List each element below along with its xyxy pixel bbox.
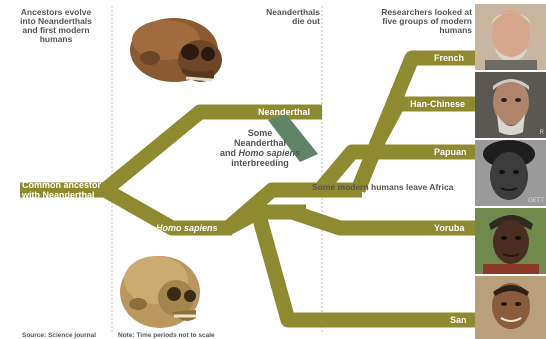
photo-han-chinese: R	[475, 72, 546, 138]
label-han-chinese: Han-Chinese	[410, 99, 465, 109]
footer-note: Note: Time periods not to scale	[118, 332, 215, 339]
header-dieout-line: die out	[244, 17, 320, 26]
portrait-yoruba	[475, 208, 546, 274]
homo-sapiens-skull-illustration	[120, 256, 200, 328]
annotation-interbreeding-homo-sapiens: Homo sapiens	[239, 148, 301, 158]
annotation-interbreeding-line: Neanderthal	[200, 138, 320, 148]
annotation-interbreeding: Some Neanderthal and Homo sapiens interb…	[200, 128, 320, 168]
portrait-papuan	[475, 140, 546, 206]
french-branch	[358, 58, 475, 190]
footer-source: Source: Science journal	[22, 332, 96, 339]
annotation-interbreeding-line: interbreeding	[200, 158, 320, 168]
annotation-interbreeding-line: and Homo sapiens	[200, 148, 320, 158]
label-homo-sapiens: Homo sapiens	[156, 223, 218, 233]
header-researchers-line: humans	[362, 26, 472, 35]
annotation-interbreeding-line: Some	[200, 128, 320, 138]
photo-credit-papuan: GETT	[528, 198, 544, 204]
header-ancestors-line: humans	[6, 35, 106, 44]
label-french: French	[434, 53, 464, 63]
photo-french	[475, 4, 546, 70]
header-ancestors: Ancestors evolve into Neanderthals and f…	[6, 8, 106, 44]
photo-yoruba	[475, 208, 546, 274]
portrait-han-chinese	[475, 72, 546, 138]
neanderthal-skull-illustration	[130, 18, 222, 82]
label-san: San	[450, 315, 467, 325]
portrait-french	[475, 4, 546, 70]
header-dieout: Neanderthals die out	[244, 8, 320, 26]
label-yoruba: Yoruba	[434, 223, 464, 233]
annotation-interbreeding-and: and	[220, 148, 239, 158]
photo-san	[475, 276, 546, 339]
header-researchers: Researchers looked at five groups of mod…	[362, 8, 472, 35]
han-chinese-branch	[376, 104, 475, 145]
label-neanderthal: Neanderthal	[258, 107, 310, 117]
label-papuan: Papuan	[434, 147, 467, 157]
annotation-leave-africa: Some modern humans leave Africa	[312, 182, 453, 192]
label-common-ancestor: Common ancestor with Neanderthal	[22, 181, 101, 200]
photo-papuan: GETT	[475, 140, 546, 206]
photo-credit-han-chinese: R	[540, 130, 544, 136]
label-common-ancestor-line: with Neanderthal	[22, 191, 101, 201]
portrait-san	[475, 276, 546, 339]
